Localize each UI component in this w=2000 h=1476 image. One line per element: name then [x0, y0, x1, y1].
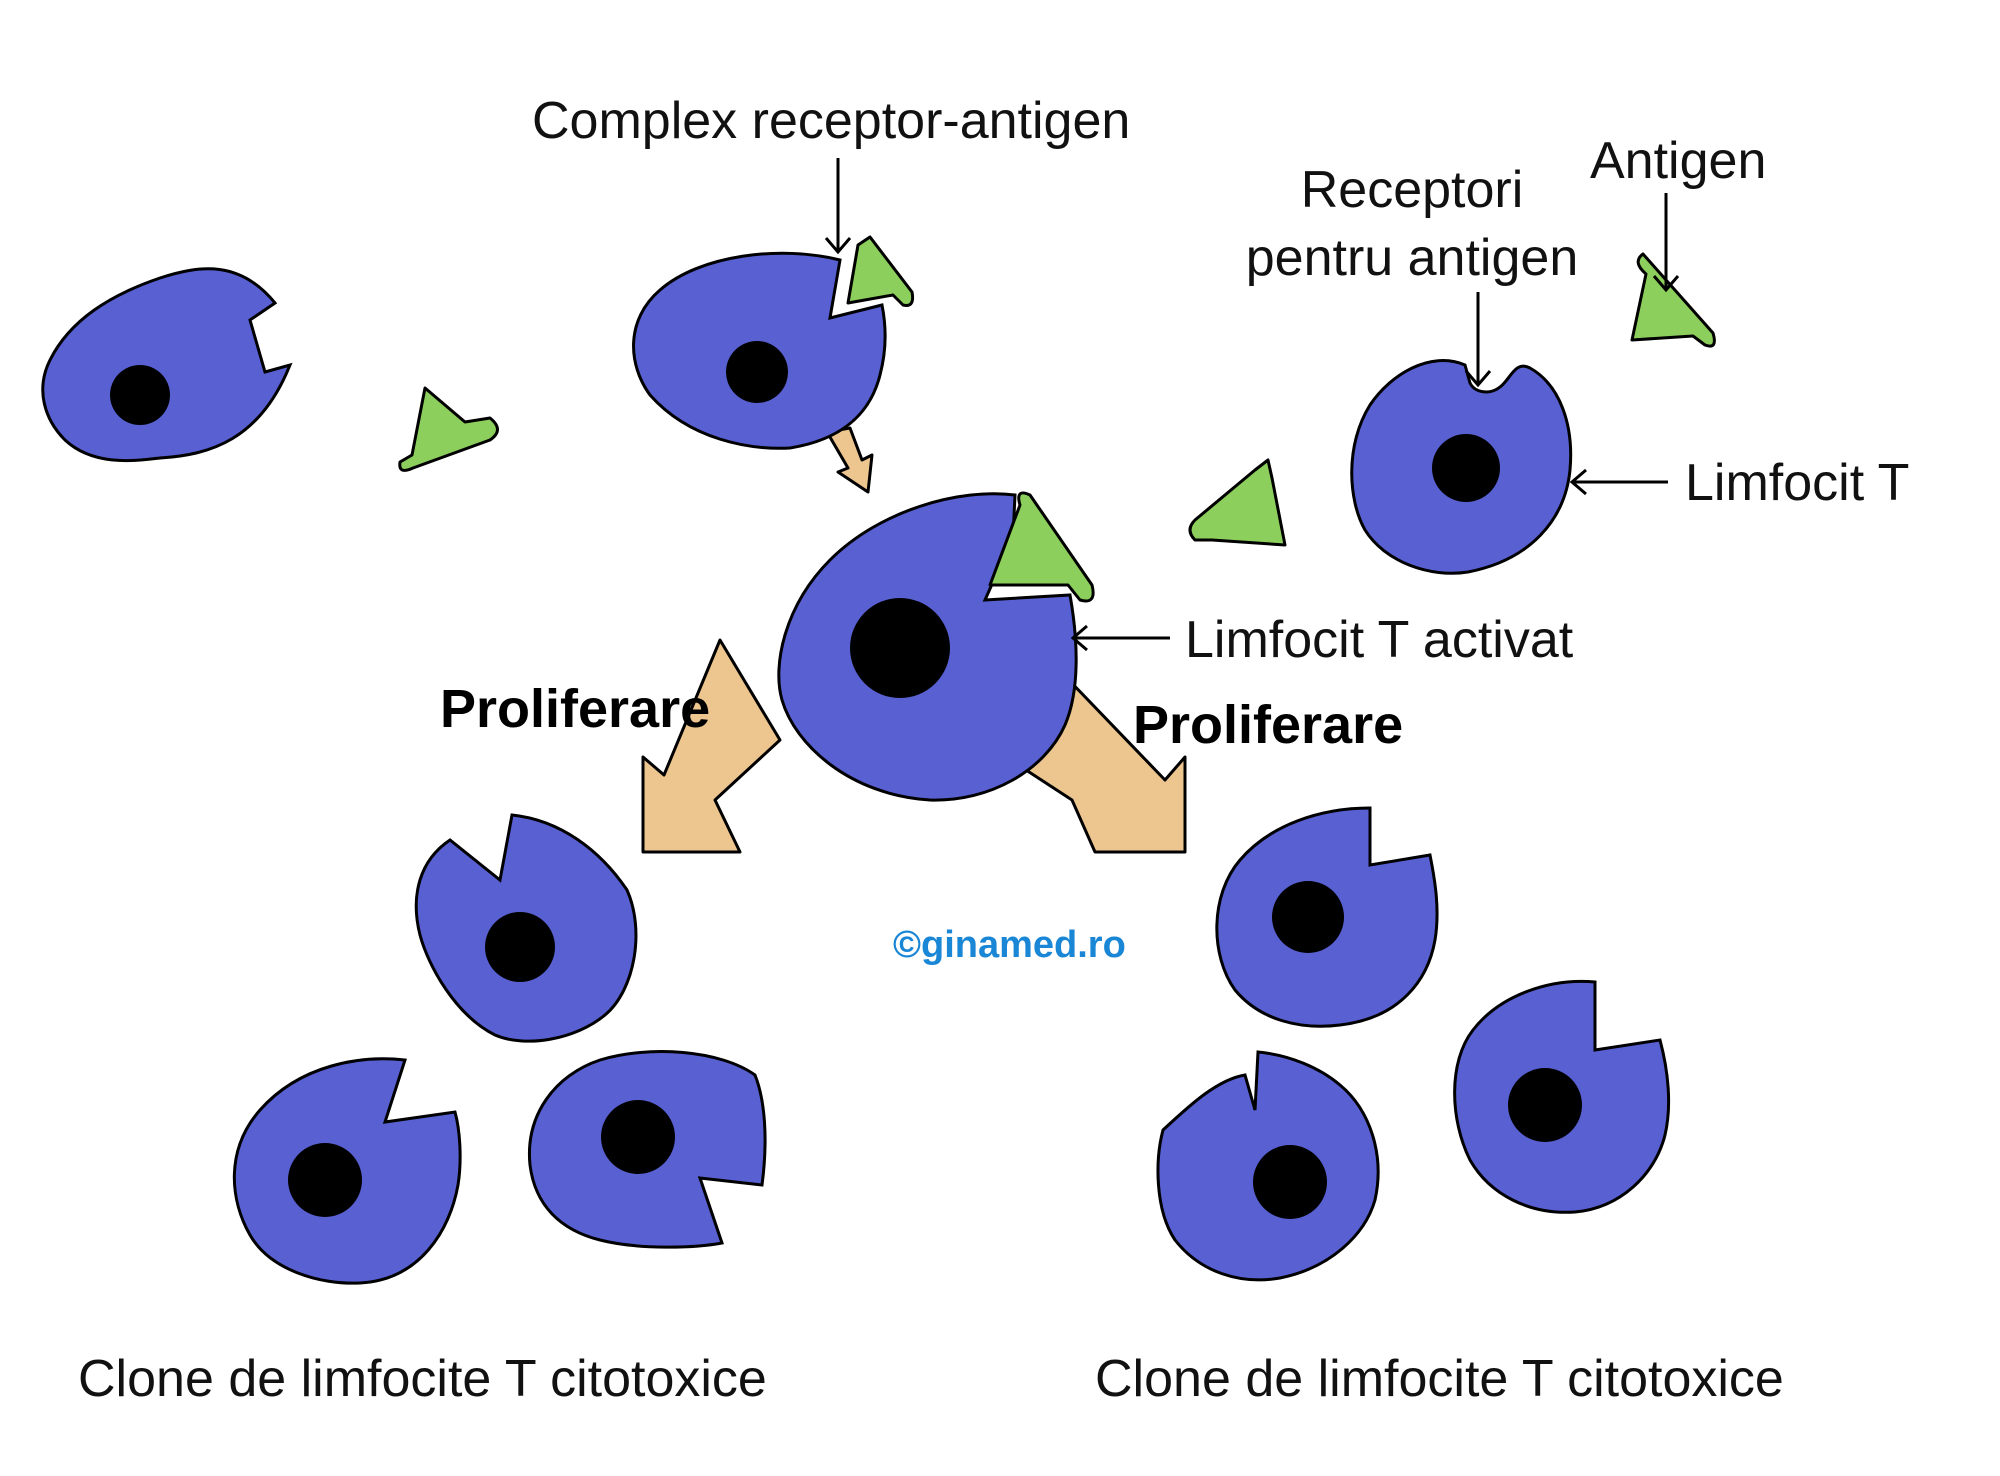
pointer-antigen [1652, 193, 1680, 293]
clone-cell [1215, 806, 1439, 1028]
pointer-complex [824, 158, 852, 255]
small-transition-arrow [825, 426, 874, 494]
label-antigen: Antigen [1590, 132, 1766, 190]
antigen-shape [1188, 458, 1287, 547]
clone-cell [414, 813, 638, 1043]
bound-antigen-shape [846, 235, 915, 307]
lymphocyte-cell [41, 267, 293, 463]
activated-lymphocyte-cell [777, 491, 1095, 802]
label-limfocit-t: Limfocit T [1685, 454, 1909, 512]
pointer-limfocit-activat [1070, 624, 1170, 652]
clone-cell [1453, 979, 1671, 1214]
label-receptori-line2: pentru antigen [1246, 229, 1579, 287]
label-proliferare-left: Proliferare [440, 679, 710, 739]
label-proliferare-right: Proliferare [1133, 695, 1403, 755]
label-clone-left: Clone de limfocite T citotoxice [78, 1350, 767, 1408]
clone-cell [232, 1057, 462, 1285]
lymphocyte-t-cell [1350, 359, 1573, 575]
label-receptori-line1: Receptori [1301, 161, 1524, 219]
bound-antigen-shape [988, 491, 1095, 603]
label-clone-right: Clone de limfocite T citotoxice [1095, 1350, 1784, 1408]
label-limfocit-t-activat: Limfocit T activat [1185, 611, 1574, 669]
complex-lymphocyte-cell [632, 235, 915, 450]
clone-cell [527, 1050, 767, 1249]
antigen-shape [1630, 252, 1716, 348]
proliferation-arrow-left [641, 638, 782, 854]
clone-cell [1156, 1050, 1380, 1282]
pointer-receptori [1464, 292, 1492, 388]
label-complex-receptor-antigen: Complex receptor-antigen [532, 92, 1130, 150]
antigen-shape [398, 386, 499, 472]
pointer-limfocit-t [1569, 468, 1668, 496]
credit-watermark: ©ginamed.ro [893, 924, 1126, 966]
